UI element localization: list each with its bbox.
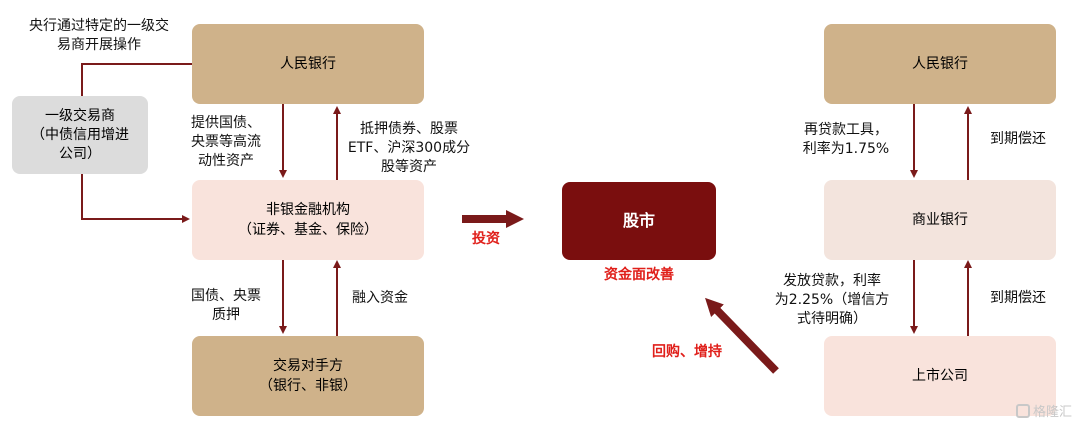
label-r-down1: 再贷款工具， 利率为1.75% xyxy=(788,121,904,159)
label-up1: 抵押债券、股票 ETF、沪深300成分 股等资产 xyxy=(344,120,474,177)
label-r-down2: 发放贷款，利率 为2.25%（增信方 式待明确） xyxy=(760,272,904,329)
watermark: 格隆汇 xyxy=(1015,401,1072,420)
box-primary-dealer: 一级交易商 （中债信用增进 公司） xyxy=(12,96,148,174)
label-r-down2-line3: 式待明确） xyxy=(797,311,867,327)
box-pboc-left: 人民银行 xyxy=(192,24,424,104)
label-r-up2: 到期偿还 xyxy=(990,290,1046,306)
watermark-text: 格隆汇 xyxy=(1032,405,1072,420)
arrow-buyback xyxy=(705,297,779,374)
primary-dealer-line2: （中债信用增进 xyxy=(31,126,129,143)
note-top-line2: 易商开展操作 xyxy=(57,37,141,53)
label-down1-line3: 动性资产 xyxy=(198,153,254,169)
box-counterparty: 交易对手方 （银行、非银） xyxy=(192,336,424,416)
box-pboc-left-label: 人民银行 xyxy=(280,56,336,72)
note-top: 央行通过特定的一级交 易商开展操作 xyxy=(14,17,184,55)
label-r-down1-line1: 再贷款工具， xyxy=(804,122,888,138)
label-down2: 国债、央票 质押 xyxy=(178,287,274,325)
primary-dealer-line3: 公司） xyxy=(59,145,101,162)
label-up1-line3: 股等资产 xyxy=(381,159,437,175)
box-pboc-right-label: 人民银行 xyxy=(912,56,968,72)
watermark-logo-icon xyxy=(1015,403,1030,418)
nonbank-line2: （证券、基金、保险） xyxy=(238,222,378,238)
nonbank-line1: 非银金融机构 xyxy=(266,202,350,218)
label-r-down2-line2: 为2.25%（增信方 xyxy=(774,292,890,308)
commercial-bank-label: 商业银行 xyxy=(912,212,968,228)
label-r-down1-line2: 利率为1.75% xyxy=(802,141,890,157)
box-stock-market: 股市 xyxy=(562,182,716,260)
listed-company-label: 上市公司 xyxy=(912,368,968,384)
box-pboc-right: 人民银行 xyxy=(824,24,1056,104)
label-invest: 投资 xyxy=(472,231,500,247)
label-down1-line1: 提供国债、 xyxy=(191,115,261,131)
label-down2-line2: 质押 xyxy=(212,307,240,323)
note-top-line1: 央行通过特定的一级交 xyxy=(29,18,169,34)
label-down1-line2: 央票等高流 xyxy=(191,134,261,150)
counterparty-line1: 交易对手方 xyxy=(273,358,343,374)
label-buyback: 回购、增持 xyxy=(652,344,722,360)
label-up1-line2: ETF、沪深300成分 xyxy=(347,140,471,156)
label-down2-line1: 国债、央票 xyxy=(191,288,261,304)
box-nonbank: 非银金融机构 （证券、基金、保险） xyxy=(192,180,424,260)
box-commercial-bank: 商业银行 xyxy=(824,180,1056,260)
label-up1-line1: 抵押债券、股票 xyxy=(360,121,458,137)
label-r-up1: 到期偿还 xyxy=(990,131,1046,147)
label-down1: 提供国债、 央票等高流 动性资产 xyxy=(178,114,274,171)
label-r-down2-line1: 发放贷款，利率 xyxy=(783,273,881,289)
label-improve: 资金面改善 xyxy=(604,267,674,283)
box-listed-company: 上市公司 xyxy=(824,336,1056,416)
primary-dealer-line1: 一级交易商 xyxy=(45,107,115,124)
stock-market-label: 股市 xyxy=(622,211,655,230)
label-up2: 融入资金 xyxy=(352,290,408,306)
counterparty-line2: （银行、非银） xyxy=(259,378,357,394)
